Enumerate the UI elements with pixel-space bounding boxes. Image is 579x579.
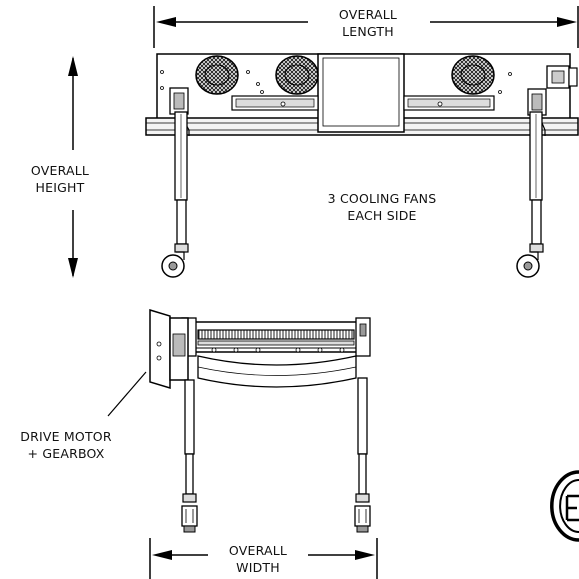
- overall-width-label-line2: WIDTH: [236, 560, 280, 575]
- end-view-right-leg: [354, 377, 371, 533]
- overall-height-label-line1: OVERALL: [31, 163, 89, 178]
- cooling-fans-label-line2: EACH SIDE: [347, 208, 416, 223]
- cooling-fans-label-line1: 3 COOLING FANS: [328, 191, 437, 206]
- cooling-fan-1: [195, 55, 239, 95]
- side-view-left-leg: [161, 87, 190, 278]
- end-view: [181, 317, 371, 388]
- drive-motor-label-line2: + GEARBOX: [27, 446, 104, 461]
- overall-width-label-line1: OVERALL: [229, 543, 287, 558]
- overall-length-dimension: OVERALL LENGTH: [153, 6, 579, 48]
- cooling-fan-3: [451, 55, 495, 95]
- end-view-left-leg: [181, 379, 198, 533]
- overall-height-label-line2: HEIGHT: [36, 180, 85, 195]
- side-view-motor: [527, 65, 578, 116]
- overall-height-dimension: OVERALL HEIGHT: [31, 56, 89, 278]
- cooling-fans-callout: 3 COOLING FANS EACH SIDE: [328, 191, 437, 223]
- drive-motor-label-line1: DRIVE MOTOR: [20, 429, 112, 444]
- etl-listed-mark-icon: [550, 470, 579, 542]
- cooling-fan-2: [275, 55, 319, 95]
- drive-motor-gearbox: [149, 308, 189, 390]
- overall-length-label-line2: LENGTH: [342, 24, 394, 39]
- overall-width-dimension: OVERALL WIDTH: [149, 538, 378, 579]
- side-view-right-leg: [516, 111, 546, 278]
- overall-length-label-line1: OVERALL: [339, 7, 397, 22]
- drive-motor-callout: DRIVE MOTOR + GEARBOX: [20, 371, 147, 461]
